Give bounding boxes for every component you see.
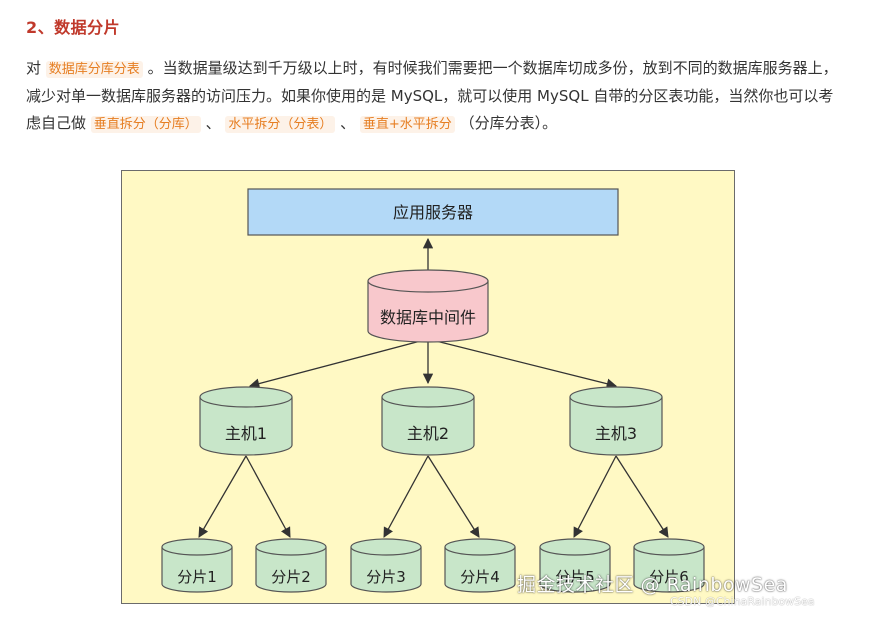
watermark-csdn: CSDN @ChinaRainbowSea bbox=[670, 595, 815, 608]
shard3-cylinder: 分片3 bbox=[350, 538, 422, 593]
host3-cylinder: 主机3 bbox=[569, 386, 663, 456]
arrow-middleware-host3 bbox=[427, 338, 618, 389]
host1-label: 主机1 bbox=[225, 424, 267, 443]
shard2-cylinder: 分片2 bbox=[255, 538, 327, 593]
para-sep-1: 、 bbox=[200, 114, 226, 132]
intro-paragraph: 对 数据库分库分表 。当数据量级达到千万级以上时，有时候我们需要把一个数据库切成… bbox=[26, 55, 846, 138]
para-text-3: （分库分表）。 bbox=[454, 114, 558, 132]
arrow-host2-shard4 bbox=[427, 455, 480, 538]
term-sharding: 数据库分库分表 bbox=[45, 61, 143, 78]
host1-cylinder: 主机1 bbox=[199, 386, 293, 456]
term-horizontal-split: 水平拆分（分表） bbox=[225, 116, 336, 133]
shard6-label: 分片6 bbox=[649, 568, 689, 586]
section-heading: 2、数据分片 bbox=[26, 18, 121, 37]
para-sep-2: 、 bbox=[335, 114, 360, 132]
arrow-host3-shard6 bbox=[615, 455, 669, 538]
shard5-cylinder: 分片5 bbox=[539, 538, 611, 593]
arrow-host1-shard2 bbox=[245, 455, 291, 538]
host2-label: 主机2 bbox=[407, 424, 449, 443]
middleware-label: 数据库中间件 bbox=[380, 308, 476, 327]
shard4-label: 分片4 bbox=[460, 568, 500, 586]
arrow-host3-shard5 bbox=[573, 455, 617, 538]
shard1-label: 分片1 bbox=[177, 568, 217, 586]
middleware-cylinder: 数据库中间件 bbox=[367, 269, 489, 343]
app-server-label: 应用服务器 bbox=[393, 203, 473, 222]
host3-label: 主机3 bbox=[595, 424, 637, 443]
term-vertical-horizontal-split: 垂直+水平拆分 bbox=[359, 116, 455, 133]
host2-cylinder: 主机2 bbox=[381, 386, 475, 456]
term-vertical-split: 垂直拆分（分库） bbox=[90, 116, 201, 133]
watermark-juejin: 掘金技术社区 @ RainbowSea bbox=[517, 574, 788, 596]
arrow-host1-shard1 bbox=[198, 455, 247, 538]
para-text-1: 对 bbox=[26, 59, 46, 77]
shard4-cylinder: 分片4 bbox=[444, 538, 516, 593]
sharding-diagram: 应用服务器 数据库中间件 主机1 主机2 主机3 分片1 bbox=[121, 170, 735, 604]
shard6-cylinder: 分片6 bbox=[633, 538, 705, 593]
diagram-canvas: 应用服务器 数据库中间件 主机1 主机2 主机3 分片1 bbox=[161, 188, 705, 593]
arrow-host2-shard3 bbox=[383, 455, 429, 538]
shard5-label: 分片5 bbox=[555, 568, 595, 586]
shard3-label: 分片3 bbox=[366, 568, 406, 586]
shard2-label: 分片2 bbox=[271, 568, 311, 586]
shard1-cylinder: 分片1 bbox=[161, 538, 233, 593]
app-server-box: 应用服务器 bbox=[247, 188, 619, 236]
arrow-middleware-host1 bbox=[248, 338, 429, 389]
para-text-2: 。当数据量级达到千万级以上时，有时候我们需要把一个数据库切成多份，放到不同的数据… bbox=[26, 59, 838, 132]
